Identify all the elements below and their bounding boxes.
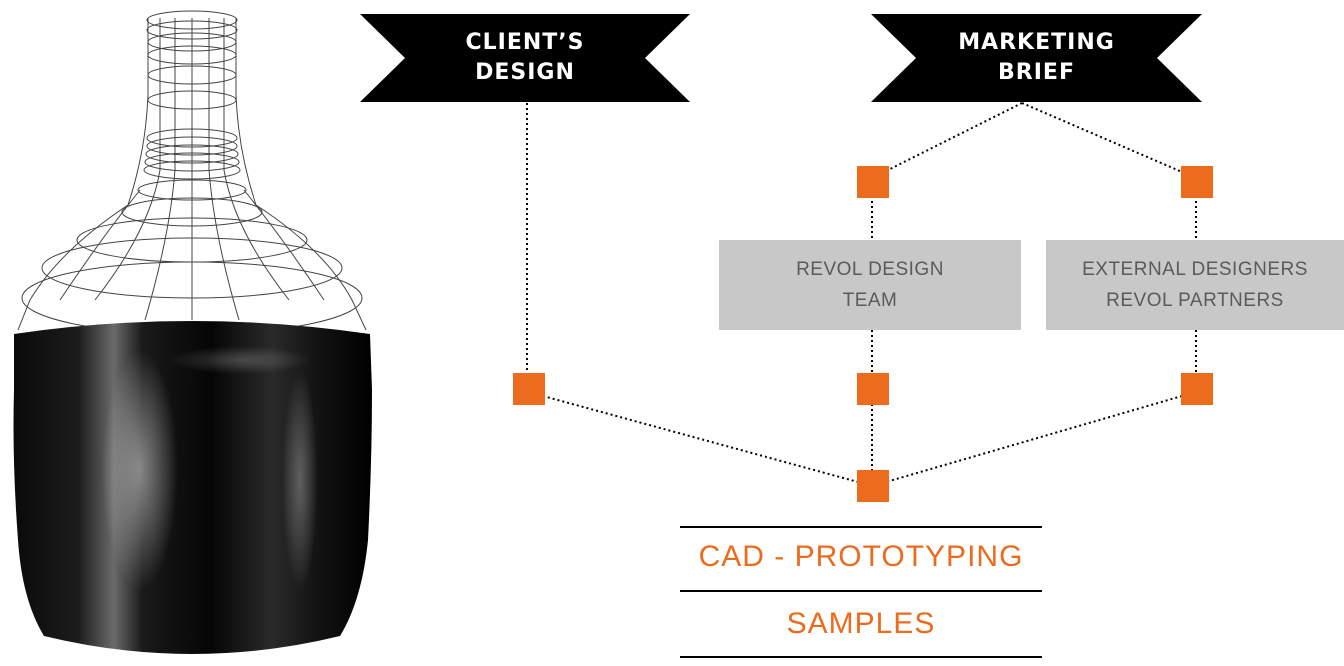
nodes <box>513 166 1213 502</box>
node-client <box>513 373 545 405</box>
step-cad-prototyping: CAD - PROTOTYPING <box>698 540 1024 573</box>
bottle-illustration <box>13 10 372 654</box>
node-external <box>1181 373 1213 405</box>
banner-client-line2: DESIGN <box>475 60 575 85</box>
step-rules <box>680 526 1042 658</box>
banner-marketing-line1: MARKETING <box>958 30 1115 55</box>
external-box-line1: EXTERNAL DESIGNERS <box>1082 259 1308 280</box>
node-revol <box>857 373 889 405</box>
banner-marketing-brief: MARKETING BRIEF <box>916 14 1157 102</box>
external-box-line2: REVOL PARTNERS <box>1106 290 1284 311</box>
node-marketing-right <box>1181 166 1213 198</box>
revol-design-team-box: REVOL DESIGN TEAM <box>719 240 1021 330</box>
revol-box-line2: TEAM <box>842 290 898 311</box>
external-designers-box: EXTERNAL DESIGNERS REVOL PARTNERS <box>1046 240 1344 330</box>
banner-client-line1: CLIENT’S <box>465 30 585 55</box>
banner-marketing-line2: BRIEF <box>998 60 1075 85</box>
step-samples: SAMPLES <box>786 607 936 640</box>
node-merge <box>857 470 889 502</box>
bottle-body <box>13 321 372 654</box>
connectors <box>526 102 1197 483</box>
revol-box-line1: REVOL DESIGN <box>796 259 944 280</box>
banner-client-design: CLIENT’S DESIGN <box>405 14 645 102</box>
banner-client-shape <box>360 14 690 102</box>
bottle-wireframe <box>17 10 367 335</box>
banner-marketing-shape <box>871 14 1202 102</box>
node-marketing-left <box>857 166 889 198</box>
